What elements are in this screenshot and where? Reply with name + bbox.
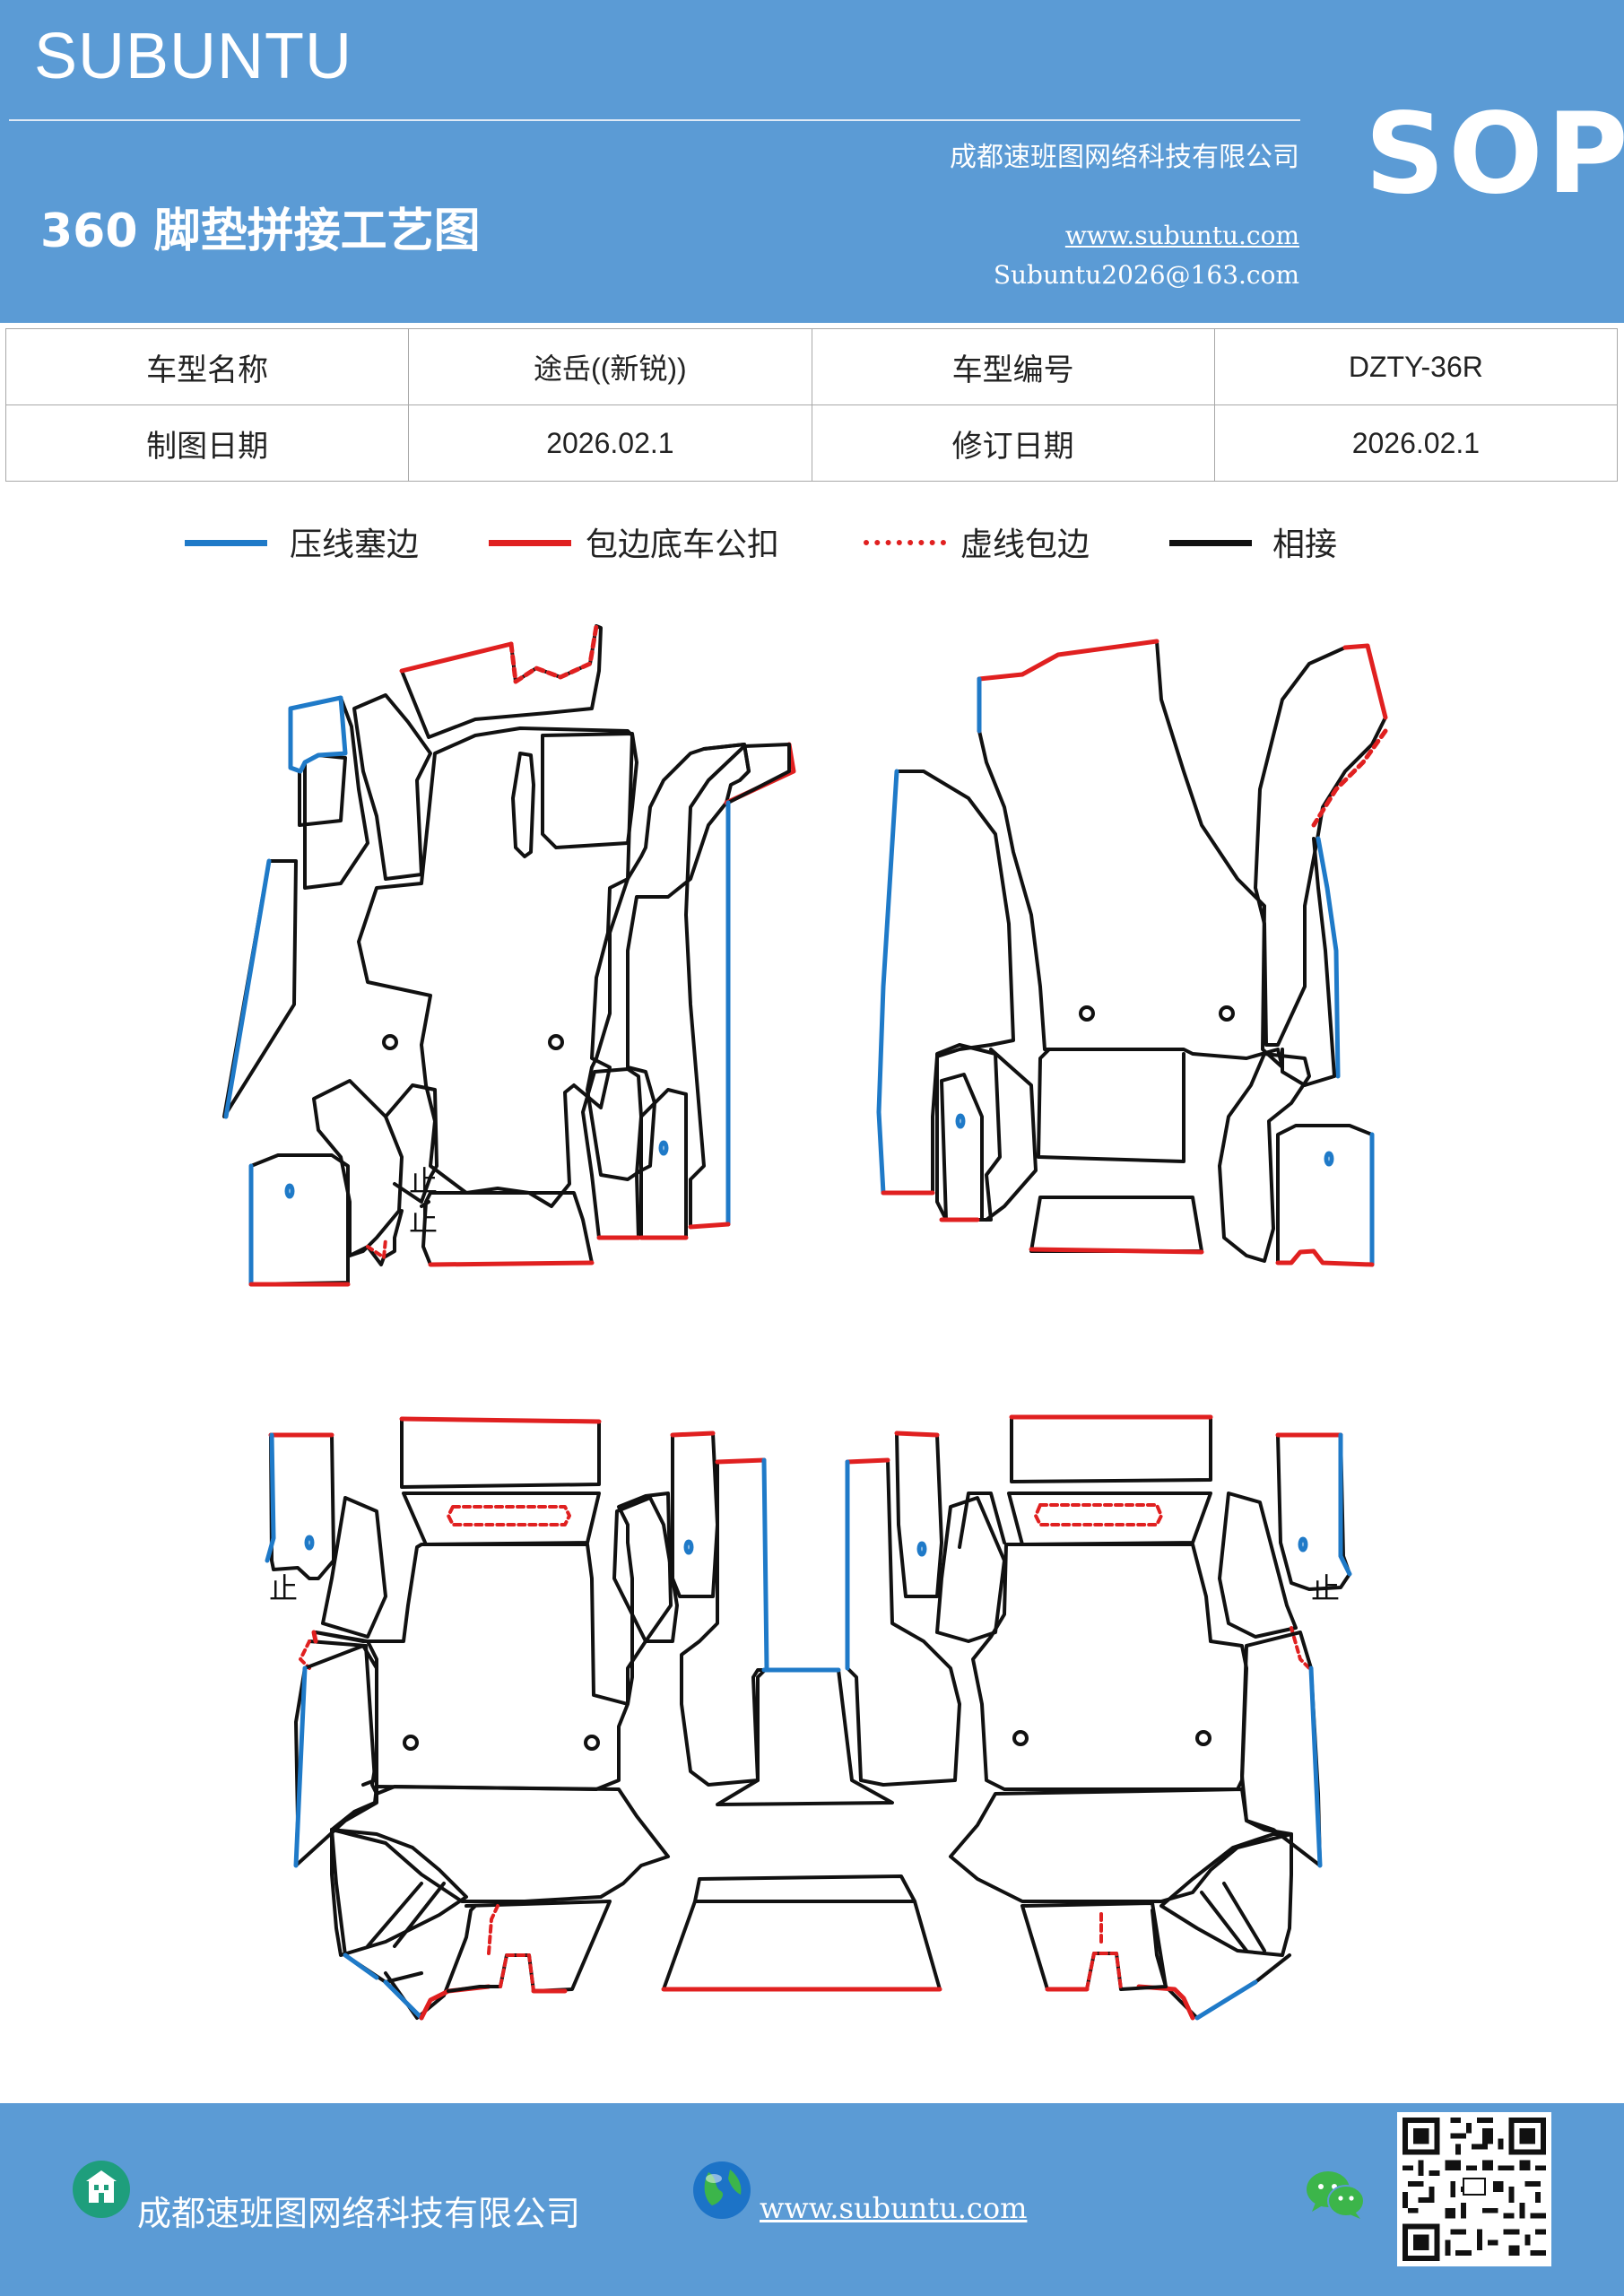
model-code-label: 车型编号: [811, 328, 1215, 405]
brand-name: SUBUNTU: [34, 21, 353, 92]
rear-left-mat: 止: [265, 1416, 769, 2021]
building-icon: [73, 2161, 130, 2218]
legend-swatch-join: [1169, 540, 1252, 546]
website-link[interactable]: www.subuntu.com: [1064, 221, 1299, 250]
revise-date-label: 修订日期: [811, 404, 1215, 482]
header-divider: [9, 119, 1300, 121]
legend-label: 压线塞边: [290, 526, 420, 563]
stop-marker: 止: [1311, 1571, 1340, 1605]
legend-label: 虚线包边: [960, 526, 1090, 563]
model-name-label: 车型名称: [4, 328, 410, 405]
model-name-value: 途岳((新锐)): [408, 328, 812, 405]
document-title: 360 脚垫拼接工艺图: [40, 204, 481, 258]
legend-swatch-dashed: [864, 540, 946, 545]
legend-label: 相接: [1272, 526, 1338, 563]
rear-right-mat: 止: [845, 1414, 1352, 2021]
table-row: 制图日期 2026.02.1 修订日期 2026.02.1: [4, 404, 1619, 482]
model-code-value: DZTY-36R: [1213, 328, 1619, 405]
mat-splicing-diagram: 止 止: [222, 623, 1388, 2021]
legend-swatch-edge: [489, 540, 571, 546]
footer-company-name: 成都速班图网络科技有限公司: [137, 2194, 581, 2233]
revise-date-value: 2026.02.1: [1213, 404, 1619, 482]
globe-icon: [693, 2161, 751, 2219]
front-left-mat: 止 止: [222, 623, 796, 1287]
footer-website-link[interactable]: www.subuntu.com: [760, 2191, 1028, 2225]
draw-date-label: 制图日期: [4, 404, 410, 482]
header-banner: SUBUNTU 成都速班图网络科技有限公司 360 脚垫拼接工艺图 www.su…: [0, 0, 1624, 323]
draw-date-value: 2026.02.1: [408, 404, 812, 482]
legend-swatch-press: [185, 540, 267, 546]
stop-marker: 止: [269, 1571, 298, 1605]
front-right-mat: [876, 639, 1388, 1267]
stop-marker: 止: [409, 1204, 438, 1238]
email-address: Subuntu2026@163.com: [993, 260, 1299, 290]
table-row: 车型名称 途岳((新锐)) 车型编号 DZTY-36R: [4, 328, 1619, 405]
rear-center-mat: [661, 1667, 942, 1992]
sop-badge: SOP: [1365, 90, 1624, 219]
footer-banner: 成都速班图网络科技有限公司 www.subuntu.com: [0, 2103, 1624, 2296]
vehicle-info-table: 车型名称 途岳((新锐)) 车型编号 DZTY-36R 制图日期 2026.02…: [4, 328, 1619, 482]
stop-marker: 止: [409, 1164, 438, 1198]
line-legend: 压线塞边 包边底车公扣 虚线包边 相接: [0, 518, 1624, 581]
company-name: 成都速班图网络科技有限公司: [950, 142, 1299, 173]
qr-code-icon[interactable]: [1397, 2112, 1551, 2266]
wechat-icon[interactable]: [1305, 2169, 1366, 2221]
legend-label: 包边底车公扣: [586, 526, 780, 563]
